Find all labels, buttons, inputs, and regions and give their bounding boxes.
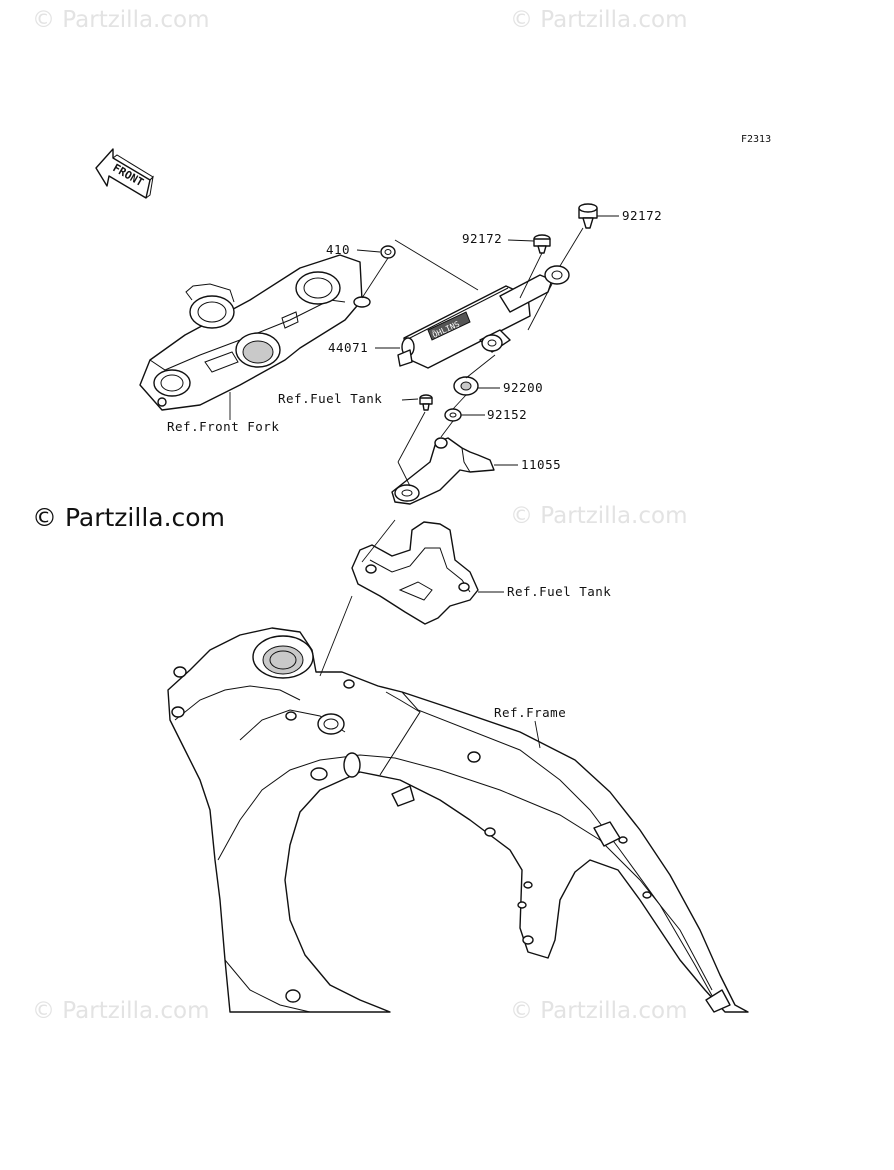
watermark-middle-right: © Partzilla.com <box>510 503 688 529</box>
label-92172-top: 92172 <box>622 208 662 223</box>
fuel-tank-bracket <box>351 521 479 625</box>
leader-lines <box>229 215 619 749</box>
bolt-92172-top <box>578 203 598 229</box>
label-11055: 11055 <box>521 457 561 472</box>
watermark-top-left: © Partzilla.com <box>32 7 210 33</box>
collar-92152 <box>444 408 462 422</box>
motorcycle-frame <box>167 627 749 1013</box>
front-arrow-icon: FRONT <box>95 148 154 199</box>
label-92152: 92152 <box>487 407 527 422</box>
watermark-bottom-right: © Partzilla.com <box>510 998 688 1024</box>
bracket-11055 <box>391 437 495 505</box>
steering-damper: ÖHLINS <box>397 265 570 369</box>
copyright-notice: © Partzilla.com <box>32 503 225 532</box>
label-ref-fuel-tank-upper: Ref.Fuel Tank <box>278 391 382 406</box>
watermark-bottom-left: © Partzilla.com <box>32 998 210 1024</box>
washer-92200 <box>453 376 479 396</box>
watermark-top-right: © Partzilla.com <box>510 7 688 33</box>
figure-code: F2313 <box>741 134 771 145</box>
label-92200: 92200 <box>503 380 543 395</box>
washer-410 <box>380 245 396 259</box>
label-ref-frame: Ref.Frame <box>494 705 566 720</box>
upper-triple-clamp <box>139 254 371 411</box>
label-44071: 44071 <box>328 340 368 355</box>
label-410: 410 <box>326 242 350 257</box>
label-92172-mid: 92172 <box>462 231 502 246</box>
bolt-ref-fuel-tank <box>419 394 433 411</box>
label-ref-fuel-tank-lower: Ref.Fuel Tank <box>507 584 611 599</box>
bolt-92172-mid <box>533 234 551 254</box>
label-ref-front-fork: Ref.Front Fork <box>167 419 279 434</box>
